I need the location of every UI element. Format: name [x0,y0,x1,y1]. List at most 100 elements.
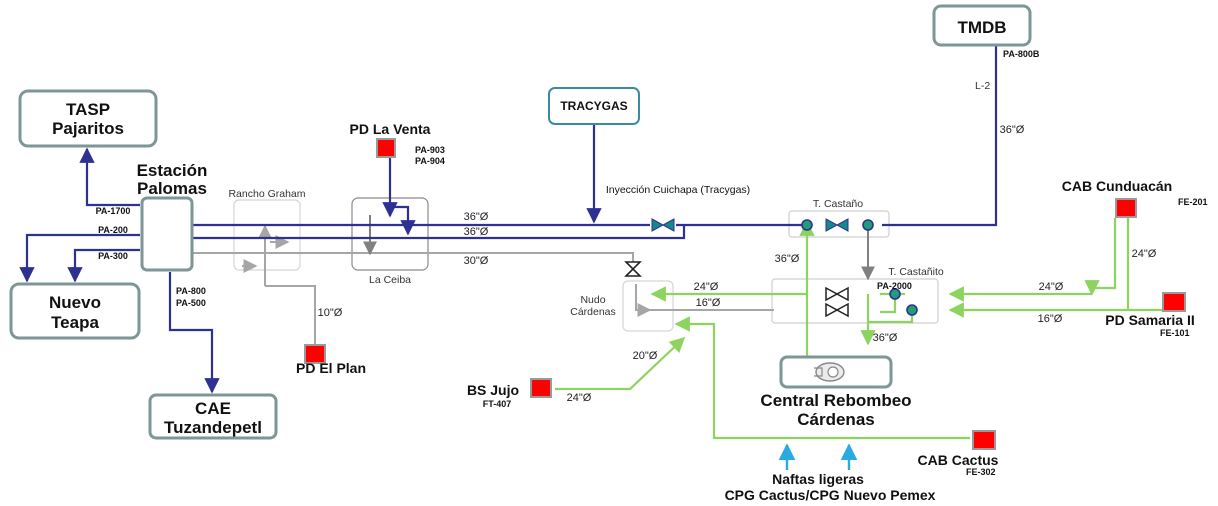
pipe-label-16-samaria: 16"Ø [1038,313,1063,325]
tag-pa800b: PA-800B [1003,49,1040,59]
central-rebombeo-label: Central Rebombeo [760,391,911,410]
pump-icon [814,362,845,382]
dark-gray-lines [363,215,875,281]
cae-label: CAE [195,399,231,418]
tmdb-box[interactable] [932,4,1032,47]
pipe-pa200 [19,233,140,283]
source-pd-samaria[interactable] [1162,292,1186,312]
pipe-30in [172,246,634,265]
estacion-palomas-box[interactable] [140,196,194,272]
pipe-label-20: 20"Ø [633,350,658,362]
bs-jujo-label: BS Jujo [467,382,519,398]
source-squares [304,138,1186,450]
cab-cunduacan-label: CAB Cunduacán [1062,178,1172,194]
t-castano-label: T. Castaño [813,198,863,210]
la-ceiba-label: La Ceiba [369,274,411,286]
tuzandepetl-label: Tuzandepetl [164,418,262,437]
pd-el-plan-label: PD El Plan [296,360,366,376]
l2-label: L-2 [975,80,990,92]
pipe-to-tasp [79,147,140,207]
tag-fe101: FE-101 [1160,328,1190,338]
tag-pa800: PA-800 [176,286,206,296]
pipe-label-10: 10"Ø [318,307,343,319]
source-pd-la-venta[interactable] [376,138,396,158]
nudo-label: Nudo [580,294,605,306]
pipe-to-cae [168,272,220,394]
green-pipelines [555,218,1162,440]
pipe-castanito-internal [880,294,897,314]
pd-samaria-label: PD Samaria II [1105,312,1195,328]
pipe-16in-nudo [635,284,774,311]
pipe-cunduacan-branch [1084,218,1117,296]
tag-pa300: PA-300 [98,251,128,261]
tasp-pajaritos-box[interactable] [18,89,158,148]
pipe-la-venta-b [390,205,416,236]
teapa-label: Teapa [51,313,99,332]
pipe-jujo [555,336,686,391]
naftas-label: Naftas ligeras [772,471,864,487]
inyeccion-label: Inyección Cuichapa (Tracygas) [606,184,750,196]
t-castanito-area [771,278,939,324]
nudo-cardenas-area [622,280,674,332]
tmdb-label: TMDB [957,18,1006,37]
pipe-label-24-jujo: 24"Ø [567,392,592,404]
tag-pa1700: PA-1700 [96,206,131,216]
pipe-label-16-nudo: 16"Ø [696,297,721,309]
node-castanito-top [889,288,901,300]
pajaritos-label: Pajaritos [52,119,124,138]
node-castano-right [862,219,874,231]
cyan-arrows [778,443,858,470]
pipe-cactus [674,316,970,440]
t-castanito-label: T. Castañito [888,266,944,278]
tracygas-box[interactable] [548,87,640,125]
pipe-label-24-nudo: 24"Ø [694,281,719,293]
valve-nudo-cardenas[interactable] [624,261,642,277]
pipe-label-36-l2: 36"Ø [1000,124,1025,136]
pipe-l2 [882,45,998,227]
pipe-label-36-castano: 36"Ø [775,253,800,265]
tag-pa200: PA-200 [98,225,128,235]
tasp-label: TASP [66,100,110,119]
pipe-pa300 [67,248,140,283]
navy-pipelines [19,45,998,394]
pipe-label-36-a: 36"Ø [464,211,489,223]
source-pd-el-plan[interactable] [304,344,326,364]
rancho-graham-label: Rancho Graham [228,188,305,200]
cab-cactus-label: CAB Cactus [918,452,999,468]
tag-pa903: PA-903 [415,145,445,155]
source-bs-jujo[interactable] [530,378,552,398]
pipe-label-24-cund-v: 24"Ø [1132,248,1157,260]
cae-tuzandepetl-box[interactable] [148,393,278,440]
tag-pa2000: PA-2000 [877,281,912,291]
tag-fe302: FE-302 [966,467,996,477]
palomas-label: Palomas [137,179,207,198]
pd-la-venta-label: PD La Venta [350,121,431,137]
tag-ft407: FT-407 [483,399,512,409]
tracygas-label: TRACYGAS [560,99,627,113]
estacion-label: Estación [137,161,208,180]
tag-pa904: PA-904 [415,156,445,166]
nuevo-teapa-box[interactable] [9,282,141,340]
valve-castanito-24[interactable] [825,286,849,302]
valve-tracygas-junction[interactable] [651,218,675,232]
pipe-label-24-cund-h: 24"Ø [1039,281,1064,293]
pipe-36in-b [172,225,686,246]
pipe-label-30: 30"Ø [464,255,489,267]
tag-fe201: FE-201 [1178,197,1208,207]
source-cab-cunduacan[interactable] [1115,198,1137,218]
cardenas-label: Cárdenas [797,410,874,429]
nuevo-label: Nuevo [49,293,101,312]
node-castano-left [801,219,813,231]
tag-pa500: PA-500 [176,298,206,308]
valve-castano[interactable] [825,218,849,232]
nudo-cardenas-label: Cárdenas [570,306,616,318]
pipe-label-36-rebombeo: 36"Ø [873,332,898,344]
valve-castanito-16[interactable] [825,302,849,318]
junction-nodes [801,219,918,316]
gray-pipelines [172,224,774,346]
source-cab-cactus[interactable] [972,430,996,450]
pipe-el-plan-feed [265,285,316,346]
node-castanito-bottom [906,304,918,316]
